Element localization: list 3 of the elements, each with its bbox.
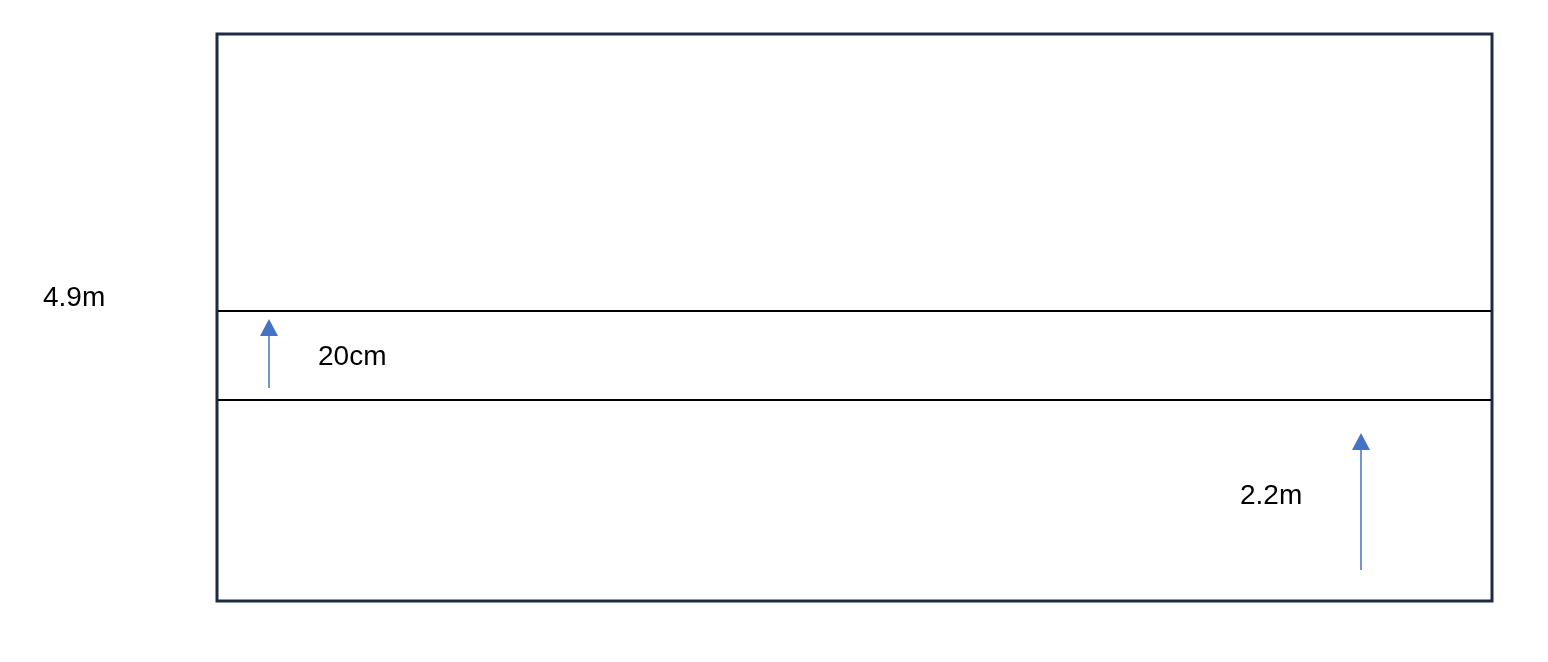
dimension-label: 2.2m <box>1240 481 1303 509</box>
dimension-label: 20cm <box>318 342 387 370</box>
dimension-label: 4.9m <box>43 283 106 311</box>
